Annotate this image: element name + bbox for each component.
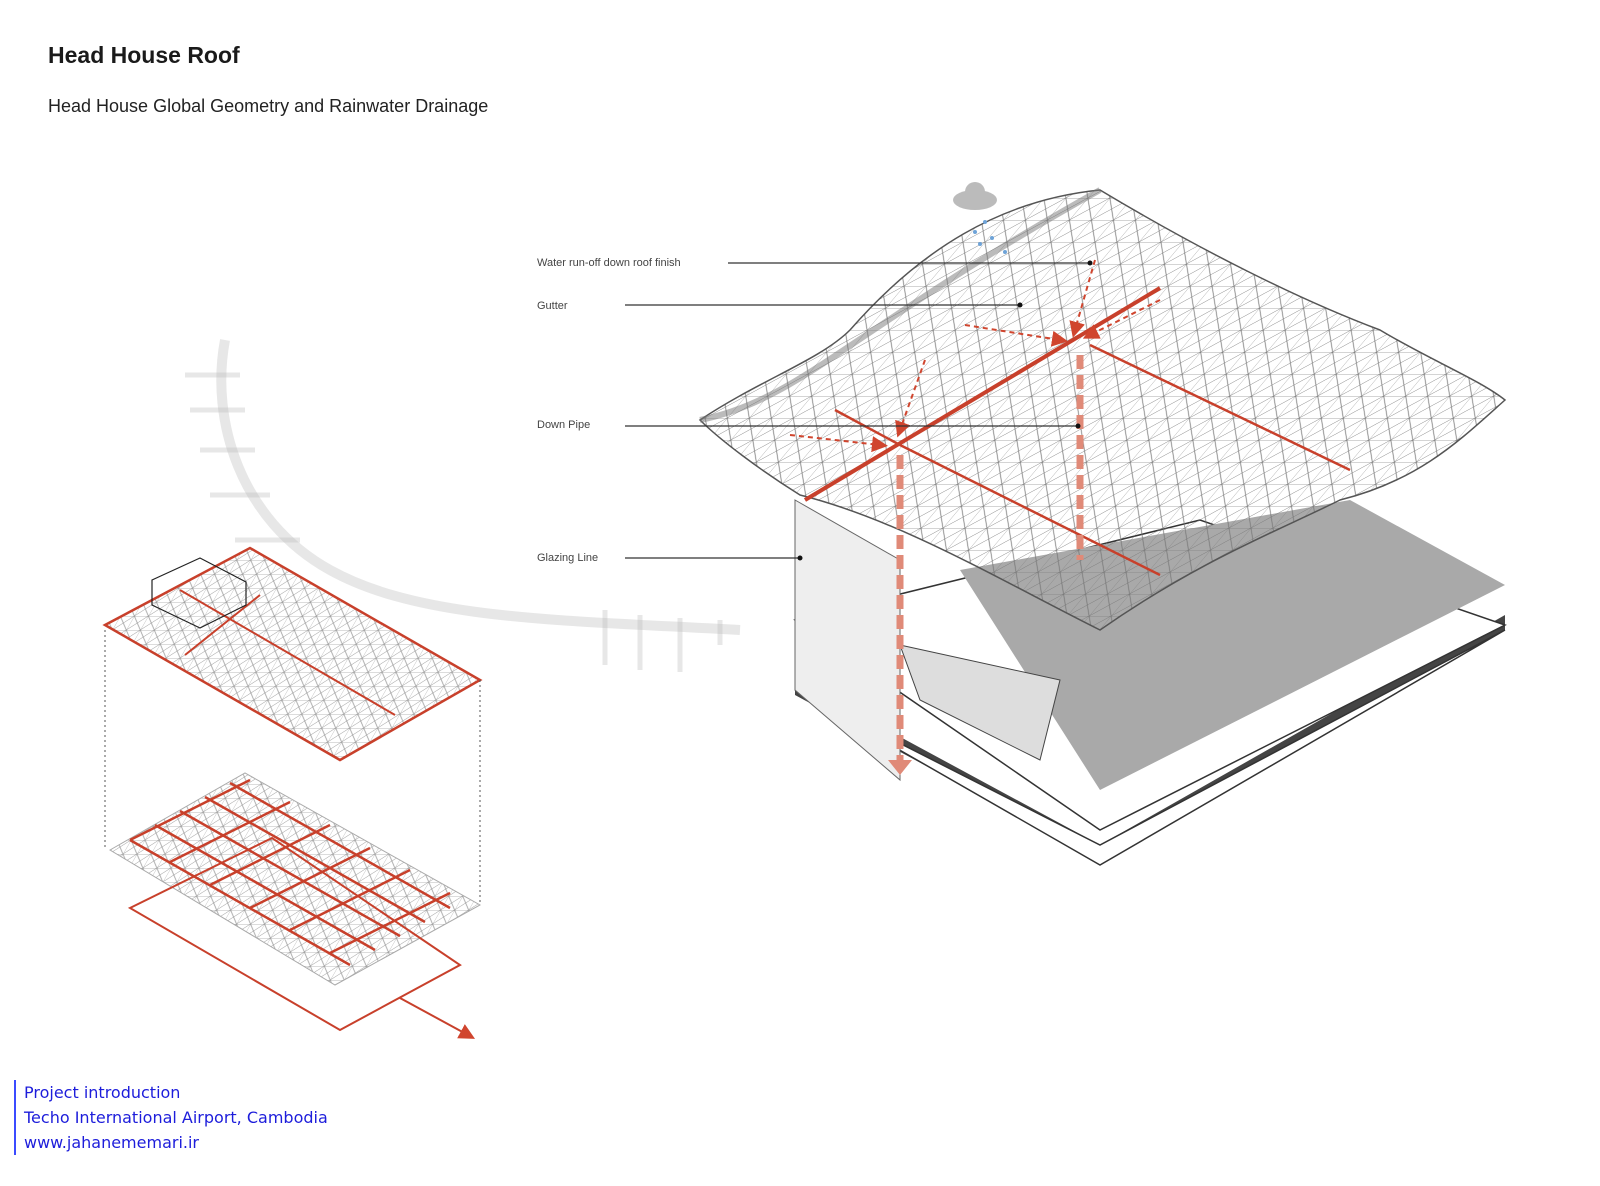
footer-line-1: Project introduction xyxy=(24,1083,181,1102)
callout-glazing-line: Glazing Line xyxy=(537,552,599,564)
footer-line-2: Techo International Airport, Cambodia xyxy=(24,1108,328,1127)
down-pipes xyxy=(896,355,1084,765)
footer-website-link[interactable]: www.jahanememari.ir xyxy=(24,1133,200,1152)
callout-gutter: Gutter xyxy=(537,300,568,312)
roof-plan-upper xyxy=(102,546,483,905)
concourse-piers xyxy=(185,372,723,672)
footer-credits: Project introduction Techo International… xyxy=(14,1080,328,1155)
rain-cloud-icon xyxy=(953,182,1007,254)
page-title: Head House Roof xyxy=(48,42,240,68)
callout-water-runoff: Water run-off down roof finish xyxy=(537,257,681,269)
page-subtitle: Head House Global Geometry and Rainwater… xyxy=(48,96,489,116)
callout-lines xyxy=(625,262,1090,559)
roof-plan-lower xyxy=(109,772,482,1039)
concourse-outline xyxy=(216,339,741,635)
callout-down-pipe: Down Pipe xyxy=(537,419,591,431)
building-roof xyxy=(698,187,1507,775)
